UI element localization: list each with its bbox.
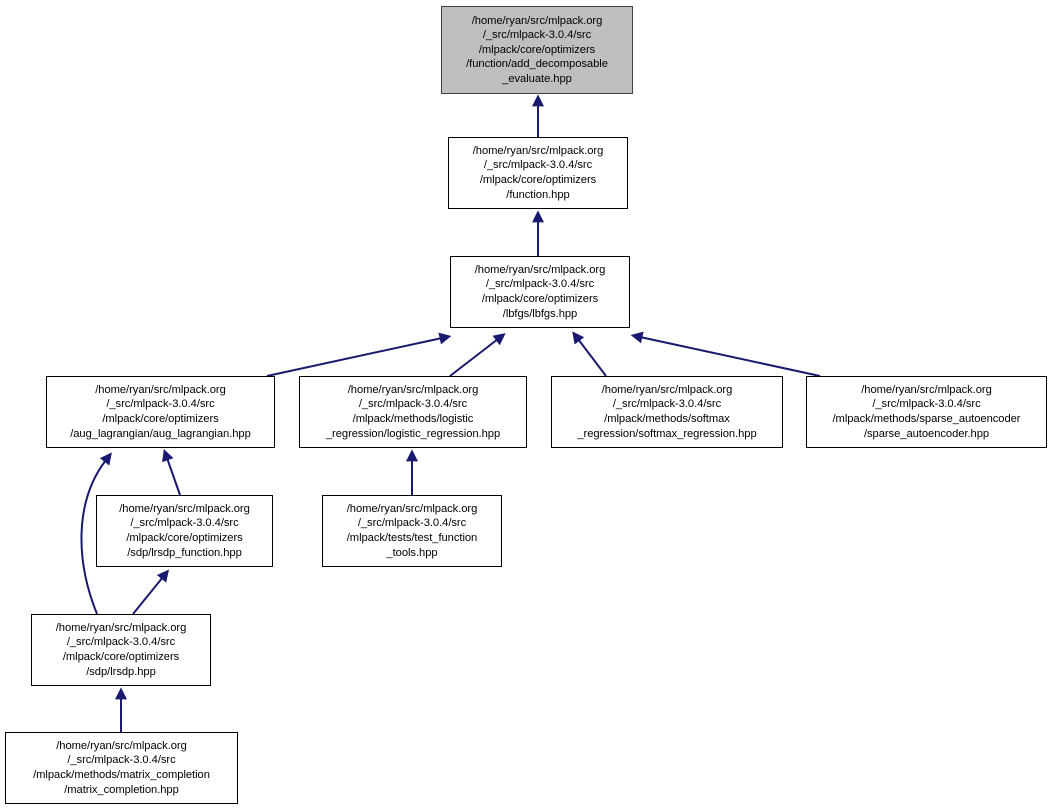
edge-sparse-autoencoder-to-lbfgs xyxy=(630,331,821,377)
node-label: /home/ryan/src/mlpack.org /_src/mlpack-3… xyxy=(577,383,757,440)
node-label: /home/ryan/src/mlpack.org /_src/mlpack-3… xyxy=(119,502,250,559)
node-function[interactable]: /home/ryan/src/mlpack.org /_src/mlpack-3… xyxy=(448,137,628,209)
node-label: /home/ryan/src/mlpack.org /_src/mlpack-3… xyxy=(346,502,478,559)
node-sparse-autoencoder[interactable]: /home/ryan/src/mlpack.org /_src/mlpack-3… xyxy=(806,376,1047,448)
node-lbfgs[interactable]: /home/ryan/src/mlpack.org /_src/mlpack-3… xyxy=(450,256,630,328)
node-lrsdp[interactable]: /home/ryan/src/mlpack.org /_src/mlpack-3… xyxy=(31,614,211,686)
edge-lrsdp-function-to-aug-lagrangian xyxy=(162,448,181,496)
node-matrix-completion[interactable]: /home/ryan/src/mlpack.org /_src/mlpack-3… xyxy=(5,732,238,804)
node-label: /home/ryan/src/mlpack.org /_src/mlpack-3… xyxy=(33,739,210,796)
node-lrsdp-function[interactable]: /home/ryan/src/mlpack.org /_src/mlpack-3… xyxy=(96,495,273,567)
node-softmax-regression[interactable]: /home/ryan/src/mlpack.org /_src/mlpack-3… xyxy=(551,376,783,448)
node-label: /home/ryan/src/mlpack.org /_src/mlpack-3… xyxy=(472,144,604,201)
node-logistic-regression[interactable]: /home/ryan/src/mlpack.org /_src/mlpack-3… xyxy=(299,376,527,448)
edge-logistic-regression-to-lbfgs xyxy=(449,333,506,377)
node-label: /home/ryan/src/mlpack.org /_src/mlpack-3… xyxy=(466,14,608,85)
node-add-decomposable-evaluate[interactable]: /home/ryan/src/mlpack.org /_src/mlpack-3… xyxy=(441,6,633,94)
node-label: /home/ryan/src/mlpack.org /_src/mlpack-3… xyxy=(70,383,251,440)
edge-lrsdp-to-lrsdp-function xyxy=(132,569,170,615)
edge-aug-lagrangian-to-lbfgs xyxy=(266,332,452,377)
node-label: /home/ryan/src/mlpack.org /_src/mlpack-3… xyxy=(474,263,606,320)
node-label: /home/ryan/src/mlpack.org /_src/mlpack-3… xyxy=(832,383,1021,440)
node-label: /home/ryan/src/mlpack.org /_src/mlpack-3… xyxy=(325,383,501,440)
edge-softmax-regression-to-lbfgs xyxy=(572,331,607,377)
node-aug-lagrangian[interactable]: /home/ryan/src/mlpack.org /_src/mlpack-3… xyxy=(46,376,275,448)
node-label: /home/ryan/src/mlpack.org /_src/mlpack-3… xyxy=(55,621,187,678)
node-test-function-tools[interactable]: /home/ryan/src/mlpack.org /_src/mlpack-3… xyxy=(322,495,502,567)
